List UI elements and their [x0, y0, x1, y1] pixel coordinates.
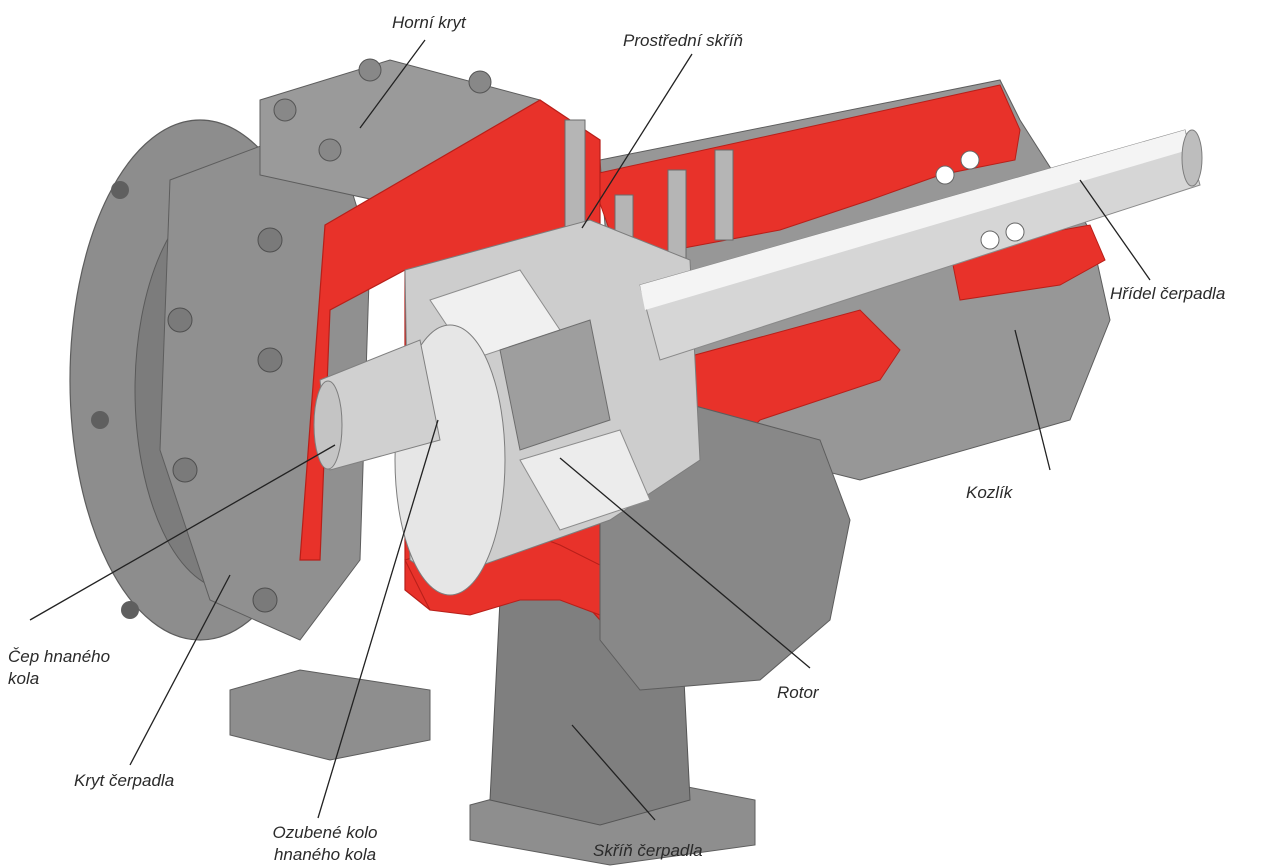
leader-kozlik	[1014, 329, 1051, 471]
cover-bolt	[257, 227, 283, 253]
label-cep-hnaneho-kola: Čep hnaného kola	[8, 646, 178, 690]
label-kozlik: Kozlík	[966, 483, 1013, 502]
leader-rotor	[559, 457, 811, 669]
housing-bolt	[667, 169, 687, 261]
rotor-tooth	[499, 319, 611, 451]
label-cep-line-1: Čep hnaného	[8, 647, 111, 666]
leader-skrin	[571, 724, 656, 821]
label-prostredni-skrin: Prostřední skříň	[623, 31, 743, 50]
label-ozubene-line-1: Ozubené kolo	[272, 823, 378, 842]
leader-kryt	[129, 574, 231, 766]
housing-bolt	[564, 119, 586, 231]
cover-bolt	[252, 587, 278, 613]
left-foot	[229, 669, 431, 761]
cover-bolt	[172, 457, 198, 483]
label-skrin-cerpadla: Skříň čerpadla	[593, 841, 703, 860]
bearing-ball	[960, 150, 980, 170]
flange-bolt-hole	[121, 601, 139, 619]
shaft-highlight	[640, 130, 1188, 310]
rotor-tooth	[519, 429, 651, 531]
idler-pin-end	[313, 380, 343, 470]
cover-bolt	[257, 347, 283, 373]
bearing-ball	[935, 165, 955, 185]
label-horni-kryt: Horní kryt	[392, 13, 466, 32]
top-cover-bolt	[358, 58, 382, 82]
housing-bolt	[714, 149, 734, 241]
top-cover-bolt	[468, 70, 492, 94]
flange-bolt-hole	[91, 411, 109, 429]
label-rotor: Rotor	[777, 683, 819, 702]
top-cover-bolt	[318, 138, 342, 162]
bearing-ball	[980, 230, 1000, 250]
leader-hridel	[1079, 179, 1151, 281]
cover-bolt	[167, 307, 193, 333]
flange-bolt-hole	[111, 181, 129, 199]
label-hridel-cerpadla: Hřídel čerpadla	[1110, 284, 1226, 303]
label-ozubene-line-2: hnaného kola	[273, 845, 377, 864]
shaft-end	[1181, 129, 1203, 187]
label-cep-line-2: kola	[8, 669, 40, 688]
top-cover-bolt	[273, 98, 297, 122]
label-kryt-cerpadla: Kryt čerpadla	[74, 771, 175, 790]
leader-prostredni-skrin	[581, 53, 693, 229]
leader-ozubene	[317, 419, 439, 819]
leader-lines	[29, 39, 1151, 821]
bearing-ball	[1005, 222, 1025, 242]
leader-cep	[29, 444, 336, 621]
label-ozubene-kolo: Ozubené kolo hnaného kola	[255, 822, 395, 866]
leader-horni-kryt	[359, 39, 426, 129]
